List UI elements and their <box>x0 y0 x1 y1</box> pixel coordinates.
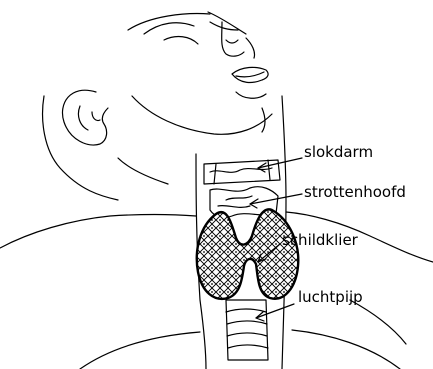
label-larynx: strottenhoofd <box>304 185 406 200</box>
thyroid-gland <box>197 209 298 298</box>
label-trachea: luchtpijp <box>298 290 363 305</box>
shoulder-left <box>0 215 196 249</box>
pointer-esophagus <box>258 158 302 168</box>
label-esophagus: slokdarm <box>304 145 373 160</box>
head-outline <box>128 14 210 30</box>
eye <box>164 37 198 44</box>
jaw-line <box>132 96 272 134</box>
neck-back <box>43 96 118 200</box>
label-thyroid: schildklier <box>282 233 358 248</box>
eyebrow <box>144 23 194 34</box>
ear <box>62 90 108 145</box>
mouth <box>232 67 268 82</box>
nose <box>222 22 244 56</box>
chin <box>236 92 266 98</box>
